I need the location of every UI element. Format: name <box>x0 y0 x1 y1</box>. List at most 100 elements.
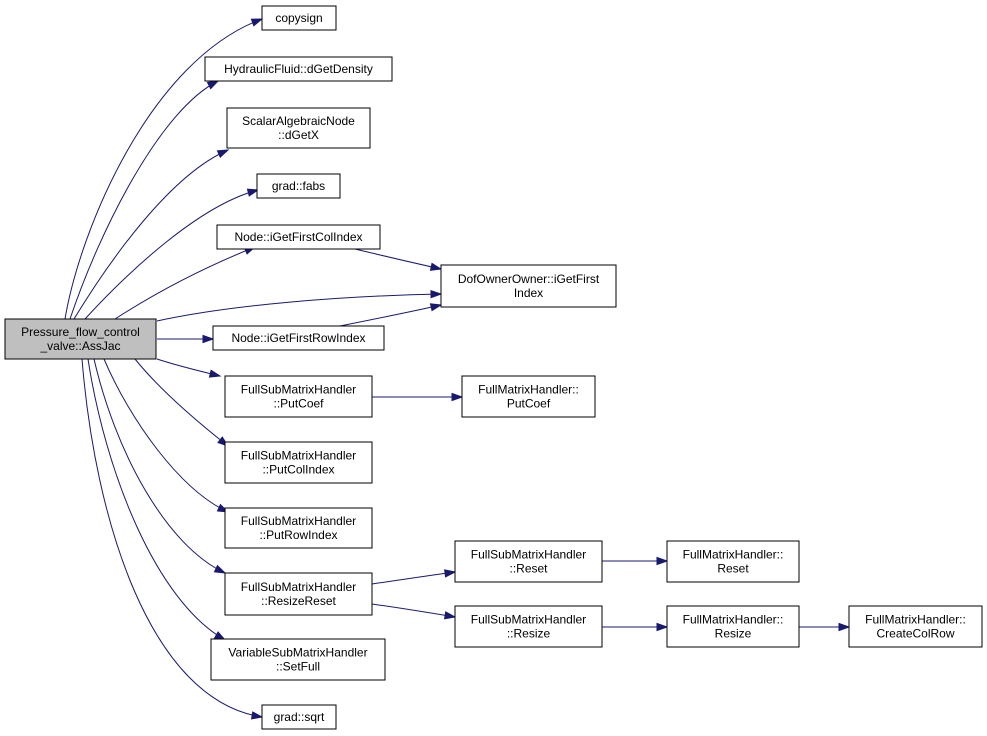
node-label-line: Resize <box>715 627 752 641</box>
function-node-sub_PutCoef[interactable]: FullSubMatrixHandler::PutCoef <box>224 375 373 418</box>
function-node-dGetDensity[interactable]: HydraulicFluid::dGetDensity <box>204 56 393 82</box>
arrowhead-icon <box>838 622 851 632</box>
edge-root-to-dGetDensity <box>69 80 220 320</box>
node-box <box>4 318 157 360</box>
node-label-line: ::PutRowIndex <box>259 528 337 542</box>
edge-root-to-iGetFirstRowIndex <box>157 334 215 344</box>
node-label-line: DofOwnerOwner::iGetFirst <box>458 272 600 286</box>
edge-line <box>114 246 256 320</box>
node-label-line: Node::iGetFirstRowIndex <box>231 331 365 345</box>
node-box <box>461 375 596 418</box>
function-node-ResizeReset[interactable]: FullSubMatrixHandler::ResizeReset <box>224 572 373 616</box>
node-label-line: ::ResizeReset <box>261 594 336 608</box>
edge-line <box>134 358 229 447</box>
node-label-line: ::Resize <box>507 627 551 641</box>
edge-line <box>371 603 456 618</box>
node-label-line: FullSubMatrixHandler <box>241 449 356 463</box>
edge-sub_Resize-to-full_Resize <box>602 622 669 632</box>
function-node-CreateColRow[interactable]: FullMatrixHandler::CreateColRow <box>848 605 983 648</box>
node-box <box>224 375 373 418</box>
edge-line <box>87 358 226 641</box>
arrowhead-icon <box>213 564 227 574</box>
function-node-copysign[interactable]: copysign <box>261 5 337 31</box>
function-node-sqrt[interactable]: grad::sqrt <box>261 704 337 730</box>
node-label-line: Node::iGetFirstColIndex <box>234 230 362 244</box>
root-function-node[interactable]: Pressure_flow_control_valve::AssJac <box>4 318 157 360</box>
node-label-line: _valve::AssJac <box>39 339 120 353</box>
node-label-line: FullMatrixHandler:: <box>683 613 784 627</box>
node-box <box>261 704 337 730</box>
node-label-line: VariableSubMatrixHandler <box>228 646 367 660</box>
arrowhead-icon <box>429 262 443 271</box>
edge-line <box>339 304 442 327</box>
edge-line <box>81 358 263 718</box>
function-node-full_Reset[interactable]: FullMatrixHandler::Reset <box>666 540 800 583</box>
node-label-line: ::PutColIndex <box>262 463 334 477</box>
edge-root-to-ResizeReset <box>93 358 227 574</box>
edge-root-to-PutRowIndex <box>103 358 230 513</box>
function-node-iGetFirstRowIndex[interactable]: Node::iGetFirstRowIndex <box>212 325 385 351</box>
node-box <box>212 325 385 351</box>
edge-sub_Reset-to-full_Reset <box>602 556 669 566</box>
edge-line <box>93 358 226 574</box>
node-box <box>454 540 603 583</box>
node-label-line: FullMatrixHandler:: <box>865 613 966 627</box>
function-node-dGetX[interactable]: ScalarAlgebraicNode::dGetX <box>226 107 371 149</box>
node-label-line: ::Reset <box>509 562 548 576</box>
node-label-line: FullMatrixHandler:: <box>683 548 784 562</box>
function-node-full_Resize[interactable]: FullMatrixHandler::Resize <box>666 605 800 648</box>
function-node-fabs[interactable]: grad::fabs <box>256 173 341 199</box>
node-box <box>224 441 373 484</box>
node-label-line: Reset <box>717 562 749 576</box>
edge-root-to-SetFull <box>87 358 227 641</box>
function-node-iGetFirstColIndex[interactable]: Node::iGetFirstColIndex <box>216 224 381 250</box>
node-label-line: Pressure_flow_control <box>21 325 140 339</box>
node-label-line: FullSubMatrixHandler <box>241 383 356 397</box>
node-label-line: FullMatrixHandler:: <box>478 383 579 397</box>
node-box <box>261 5 337 31</box>
function-node-sub_Resize[interactable]: FullSubMatrixHandler::Resize <box>454 605 603 648</box>
node-label-line: CreateColRow <box>876 627 954 641</box>
node-label-line: Index <box>514 286 543 300</box>
function-node-PutColIndex[interactable]: FullSubMatrixHandler::PutColIndex <box>224 441 373 484</box>
node-label-line: PutCoef <box>507 397 551 411</box>
edge-root-to-iGetFirstIndex <box>156 290 443 322</box>
node-box <box>666 605 800 648</box>
node-label-line: FullSubMatrixHandler <box>241 580 356 594</box>
edge-line <box>84 189 259 320</box>
arrowhead-icon <box>430 290 443 299</box>
node-label-line: ::SetFull <box>276 660 320 674</box>
edge-line <box>156 293 442 322</box>
function-node-sub_Reset[interactable]: FullSubMatrixHandler::Reset <box>454 540 603 583</box>
node-label-line: grad::sqrt <box>274 710 325 724</box>
edges <box>64 18 851 720</box>
edge-line <box>69 80 219 320</box>
edge-line <box>64 18 263 320</box>
node-box <box>666 540 800 583</box>
node-box <box>226 107 371 149</box>
function-node-PutRowIndex[interactable]: FullSubMatrixHandler::PutRowIndex <box>224 507 373 549</box>
arrowhead-icon <box>656 556 669 566</box>
node-label-line: copysign <box>275 11 322 25</box>
arrowhead-icon <box>250 18 264 27</box>
function-node-SetFull[interactable]: VariableSubMatrixHandler::SetFull <box>210 638 386 681</box>
arrowhead-icon <box>250 711 264 720</box>
edge-ResizeReset-to-sub_Reset <box>371 569 457 585</box>
node-box <box>210 638 386 681</box>
arrowhead-icon <box>429 303 443 312</box>
arrowhead-icon <box>451 392 464 402</box>
edge-line <box>354 248 442 270</box>
node-label-line: FullSubMatrixHandler <box>471 548 586 562</box>
function-node-full_PutCoef[interactable]: FullMatrixHandler::PutCoef <box>461 375 596 418</box>
edge-root-to-fabs <box>84 188 260 320</box>
node-label-line: grad::fabs <box>272 179 325 193</box>
node-label-line: ::dGetX <box>278 128 319 142</box>
arrowhead-icon <box>443 611 457 620</box>
node-box <box>216 224 381 250</box>
node-box <box>224 507 373 549</box>
node-label-line: ::PutCoef <box>273 397 324 411</box>
node-box <box>204 56 393 82</box>
arrowhead-icon <box>206 80 220 90</box>
